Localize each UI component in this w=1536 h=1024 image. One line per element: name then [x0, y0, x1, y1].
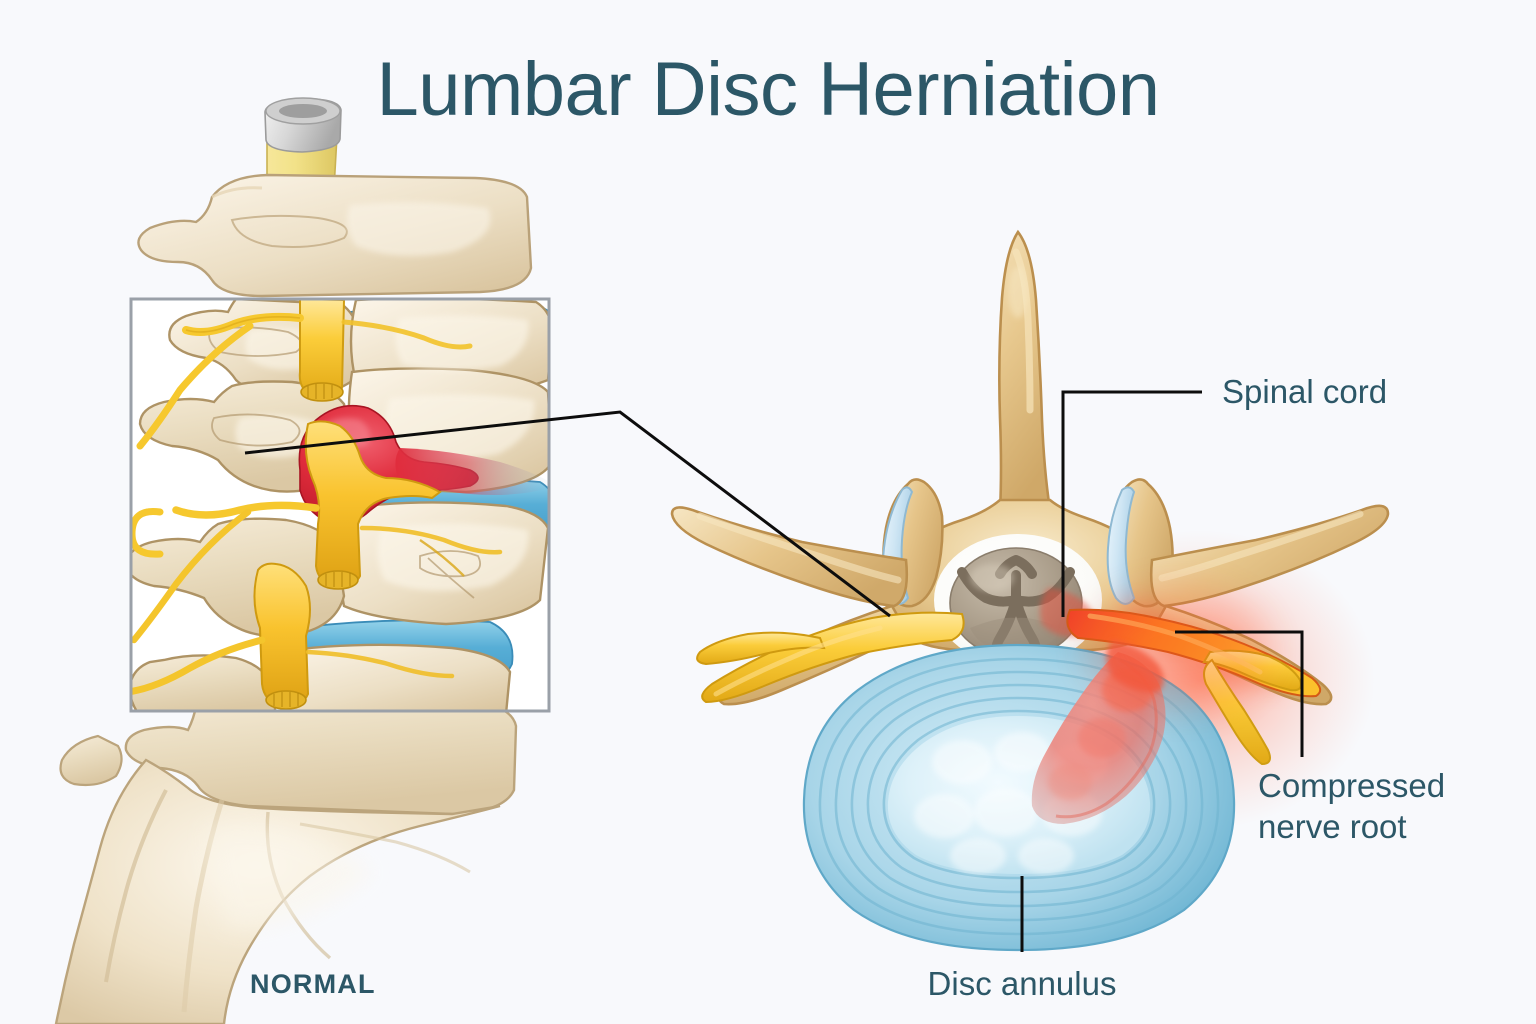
axial-nerve-roots-left — [696, 611, 965, 704]
herniation-fade-into-disc — [395, 448, 549, 495]
page-title: Lumbar Disc Herniation — [376, 47, 1159, 132]
lobule-4 — [914, 794, 974, 838]
upper-vertebra-highlight — [347, 202, 491, 256]
cord-highlight — [970, 564, 1014, 592]
leader-inset-to-axial — [244, 410, 891, 618]
contour-4 — [427, 557, 475, 599]
label-normal: NORMAL — [250, 969, 376, 999]
nerve-root-middle-cut — [317, 570, 359, 590]
inset-frame — [129, 297, 551, 713]
inset-content — [131, 299, 549, 711]
left-nerve-branch — [696, 631, 826, 666]
lobule-2 — [994, 732, 1050, 772]
nerve-branch-top-left-outline — [185, 316, 301, 333]
nerve-root-middle — [304, 420, 442, 588]
nerve-root-lower-striations — [273, 692, 299, 707]
bone-texture-2 — [385, 394, 535, 460]
lobule-1 — [932, 740, 992, 784]
label-disc-annulus: Disc annulus — [928, 965, 1117, 1002]
contour-2 — [211, 413, 301, 447]
lateral-spine-illustration — [54, 97, 551, 1024]
left-nerve-root — [701, 611, 965, 704]
nerve-branch-low-left — [131, 636, 266, 696]
left-transverse-highlight — [696, 512, 902, 584]
label-spinal-cord: Spinal cord — [1222, 373, 1387, 410]
leader-lines — [244, 390, 1304, 952]
upper-vertebra-edge-light — [211, 186, 263, 199]
label-compressed-nerve-root-line1: Compressed — [1258, 767, 1445, 804]
nerve-root-top-cut — [300, 382, 344, 402]
lower-spinous-process — [59, 734, 123, 787]
cord-stub-canal — [279, 104, 327, 118]
nerve-branch-low-right — [305, 649, 455, 679]
nerve-branch-mid-left — [172, 501, 320, 519]
lobule-8 — [1018, 838, 1074, 874]
lateral-lower-spine — [54, 690, 518, 1024]
herniation-hot-3 — [1048, 764, 1092, 800]
lateral-upper-vertebra — [137, 173, 533, 298]
right-transverse-highlight — [1158, 510, 1364, 582]
spinous-process-spot — [1008, 266, 1028, 318]
axial-vertebra-illustration — [670, 229, 1390, 952]
nerve-root-top-striations — [307, 384, 333, 399]
nerve-root-inflammation-overlay — [1088, 588, 1268, 708]
nerve-branch-mid-right — [359, 525, 503, 555]
nerve-root-middle-striations — [325, 572, 351, 587]
bone-texture-3 — [377, 523, 529, 591]
nerve-root-lower-cut — [265, 690, 307, 710]
leader-compressed-nerve-root — [1175, 630, 1304, 757]
left-nerve-highlight — [713, 625, 883, 697]
lamella-2 — [834, 670, 1204, 922]
lobule-7 — [950, 838, 1006, 874]
nerve-branch-mid-right-twig — [419, 539, 465, 577]
upper-vertebra-ridge — [230, 214, 348, 248]
inset-bone-texture — [235, 315, 535, 591]
contour-1 — [208, 326, 303, 357]
nerve-branch-top-right — [341, 319, 473, 350]
nerve-branch-mid-descending — [131, 508, 252, 644]
lateral-inset-box — [129, 297, 551, 713]
nerve-root-lower — [253, 562, 311, 708]
nerve-branch-top-descending — [136, 322, 254, 450]
inset-bone-contours — [208, 326, 482, 599]
nerve-roots-lateral — [131, 299, 503, 710]
contour-3 — [419, 550, 482, 578]
lobule-5 — [974, 788, 1038, 836]
sacrum-ridge-1 — [104, 789, 168, 983]
leader-spinal-cord — [1061, 390, 1202, 617]
bone-texture-1 — [395, 315, 529, 371]
label-compressed-nerve-root-line2: nerve root — [1258, 808, 1407, 845]
lamella-1 — [818, 657, 1220, 936]
sacrum-ridge-4 — [299, 822, 471, 874]
sacrum-highlight — [208, 826, 372, 929]
herniation-hot-2 — [1078, 718, 1126, 758]
